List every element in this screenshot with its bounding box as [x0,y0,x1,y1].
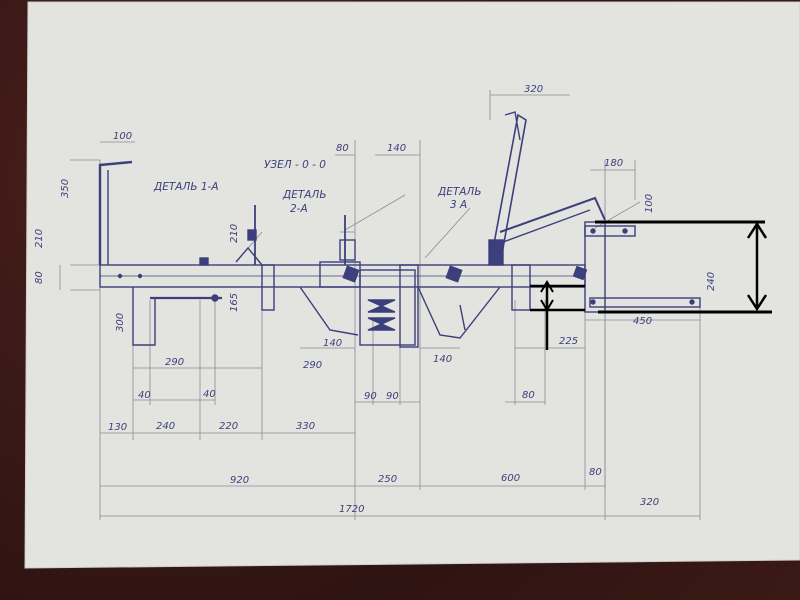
dim-80-mid: 80 [522,390,535,401]
dim-100-top: 100 [113,131,132,142]
label-node-oo: УЗЕЛ - 0 - 0 [264,159,326,171]
dim-140-top: 140 [387,143,406,154]
right-block [511,264,531,311]
paper-sheet [25,2,800,568]
dim-40-a: 40 [138,390,151,401]
frame-drawing [98,111,701,348]
detail-2a-block [261,264,275,311]
dim-100-right: 100 [644,194,655,213]
label-detail-2a-line1: ДЕТАЛЬ [282,189,327,201]
dim-350: 350 [60,179,71,198]
node-housing-left [299,286,359,336]
dim-290-b: 290 [303,360,322,371]
dim-180: 180 [604,158,623,169]
dim-40-b: 40 [203,389,216,400]
gearbox [359,269,416,346]
dim-90-a: 90 [364,391,377,402]
label-detail-3a-line2: 3 А [450,199,467,211]
lower-left-arm [132,287,156,346]
dim-80-left: 80 [34,271,45,284]
dim-80-bottom: 80 [589,467,602,478]
dim-165: 165 [229,293,240,312]
label-detail-1a: ДЕТАЛЬ 1-А [153,181,219,193]
dim-210-left: 210 [34,229,45,248]
pencil-dimension-lines [59,90,701,520]
dim-290-a: 290 [165,357,184,368]
marker-annotations [530,220,772,350]
label-detail-2a-line2: 2-А [290,203,308,215]
detail-3a-housing [417,286,501,339]
dim-140-a: 140 [323,338,342,349]
dim-250: 250 [378,474,397,485]
dim-225: 225 [559,336,578,347]
dim-210-mid: 210 [229,224,240,243]
dim-220: 220 [219,421,238,432]
dim-300: 300 [115,313,126,332]
dim-80-top: 80 [336,143,349,154]
dim-240-right: 240 [706,272,717,291]
dim-320-bottom: 320 [640,497,659,508]
dim-450: 450 [633,316,652,327]
dim-130: 130 [108,422,127,433]
dim-1720: 1720 [339,504,364,515]
dim-330: 330 [296,421,315,432]
lever-arm [489,113,527,266]
dim-240-bottom: 240 [156,421,175,432]
dim-140-b: 140 [433,354,452,365]
dim-600: 600 [501,473,520,484]
label-detail-3a-line1: ДЕТАЛЬ [437,186,482,198]
detail-1a-upright [98,160,133,265]
dim-90-b: 90 [386,391,399,402]
dim-920: 920 [230,475,249,486]
rear-plate [589,297,701,308]
dim-320-top: 320 [524,84,543,95]
